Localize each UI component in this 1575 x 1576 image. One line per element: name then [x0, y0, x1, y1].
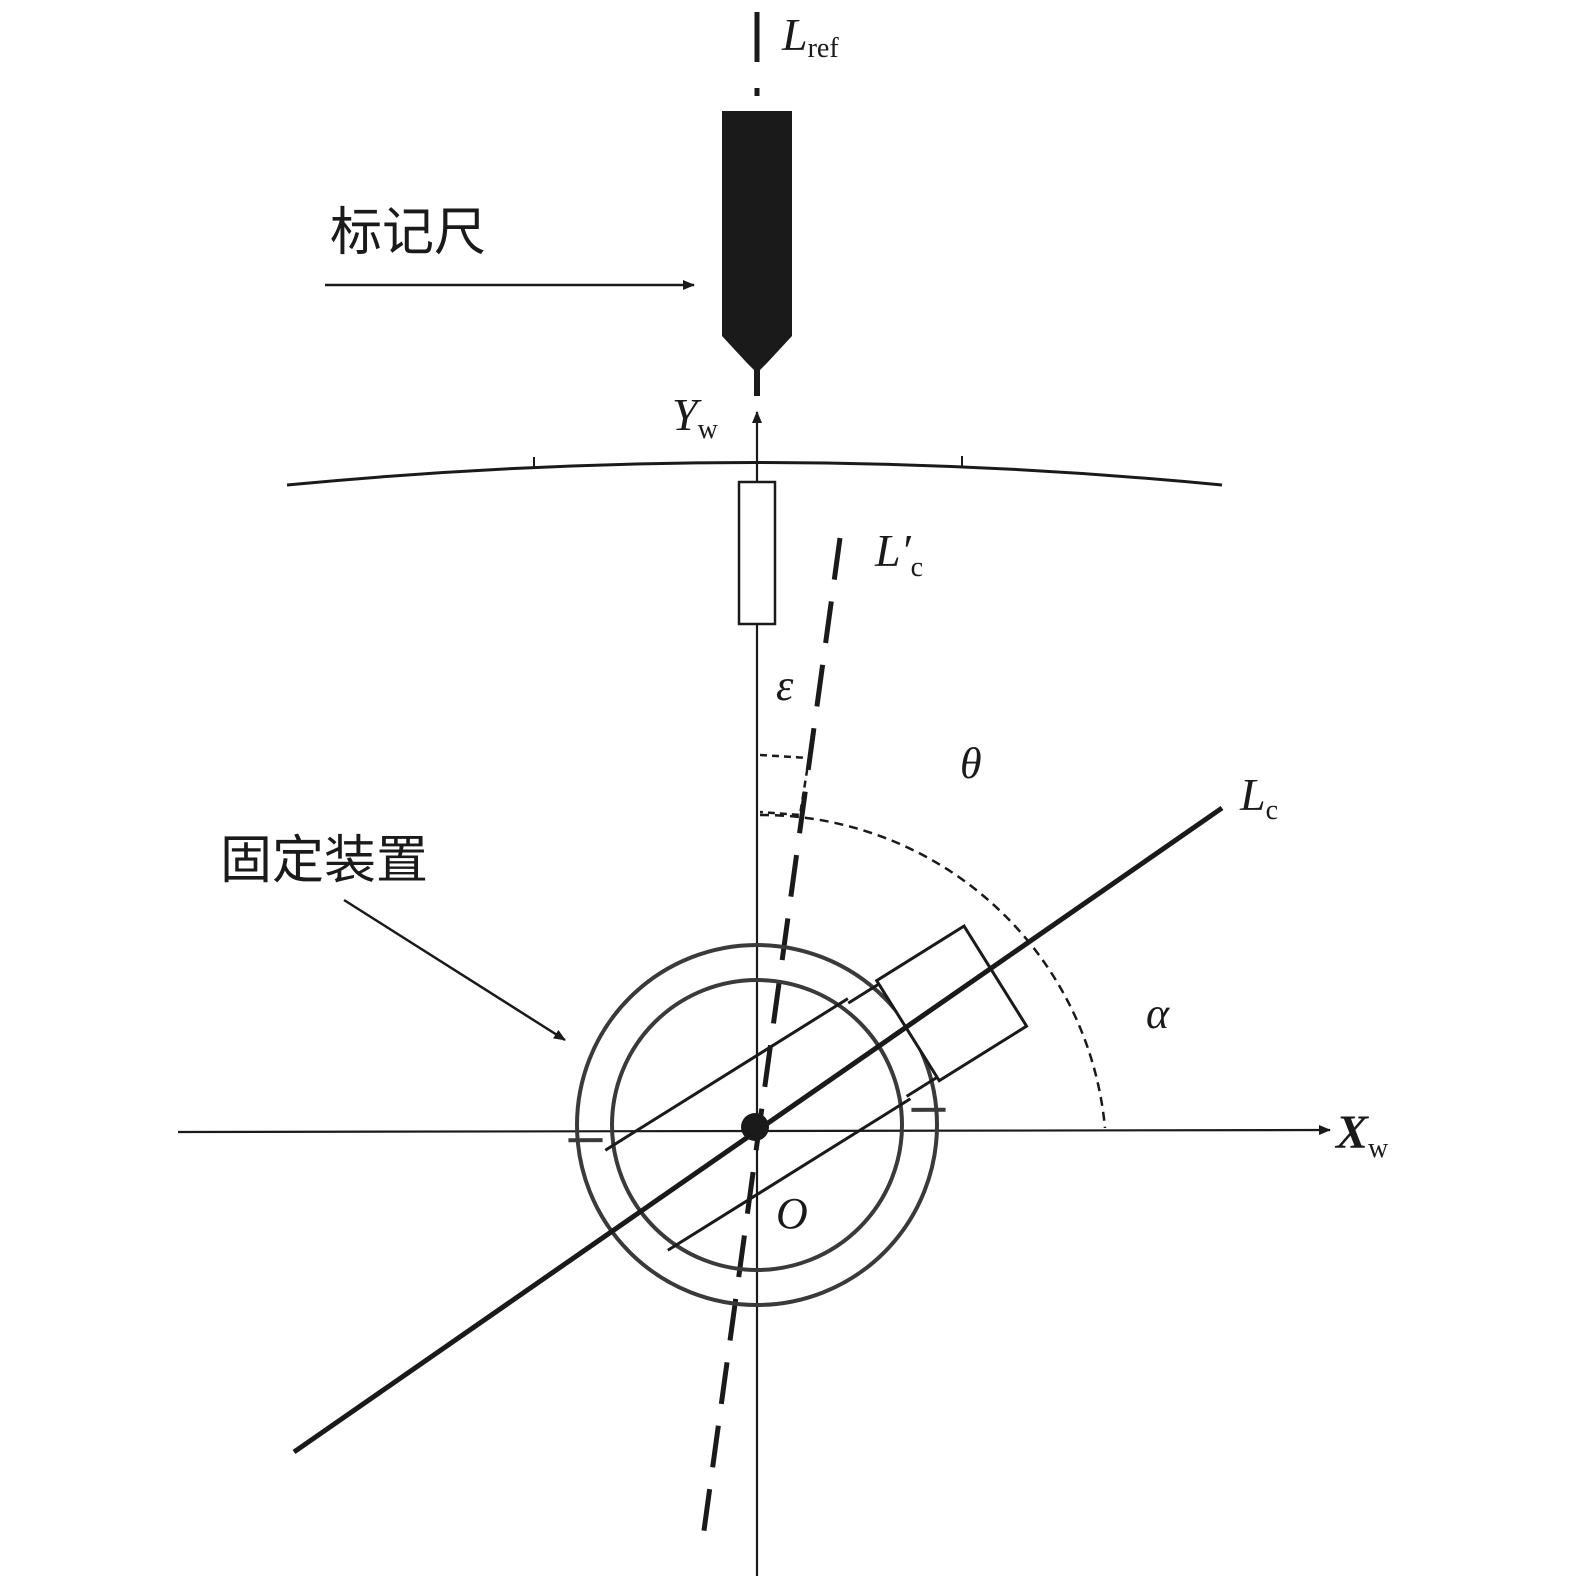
- label-l-c-prime: L′c: [874, 525, 923, 583]
- camera-line-l-c-prime: [699, 537, 843, 1546]
- label-l-ref: Lref: [781, 9, 839, 64]
- origin-point: [741, 1113, 769, 1141]
- fixture-device: [568, 923, 1029, 1307]
- label-origin: O: [776, 1189, 808, 1238]
- right-angle-markers: [759, 753, 811, 817]
- label-marker: 标记尺: [330, 203, 486, 263]
- angle-arc: [759, 813, 1107, 1129]
- label-alpha: α: [1146, 989, 1170, 1038]
- label-x-axis: Xw: [1334, 1106, 1389, 1164]
- label-fixture: 固定装置: [220, 831, 428, 891]
- fixture-pointer-arrow: [343, 898, 566, 1042]
- label-epsilon: ε: [776, 661, 794, 710]
- label-y-axis: Yw: [672, 389, 719, 445]
- sensor-block: [737, 480, 777, 626]
- scale-arc: [286, 456, 1223, 487]
- marker-ruler: [722, 111, 792, 396]
- label-l-c: Lc: [1239, 769, 1278, 826]
- label-theta: θ: [960, 739, 982, 788]
